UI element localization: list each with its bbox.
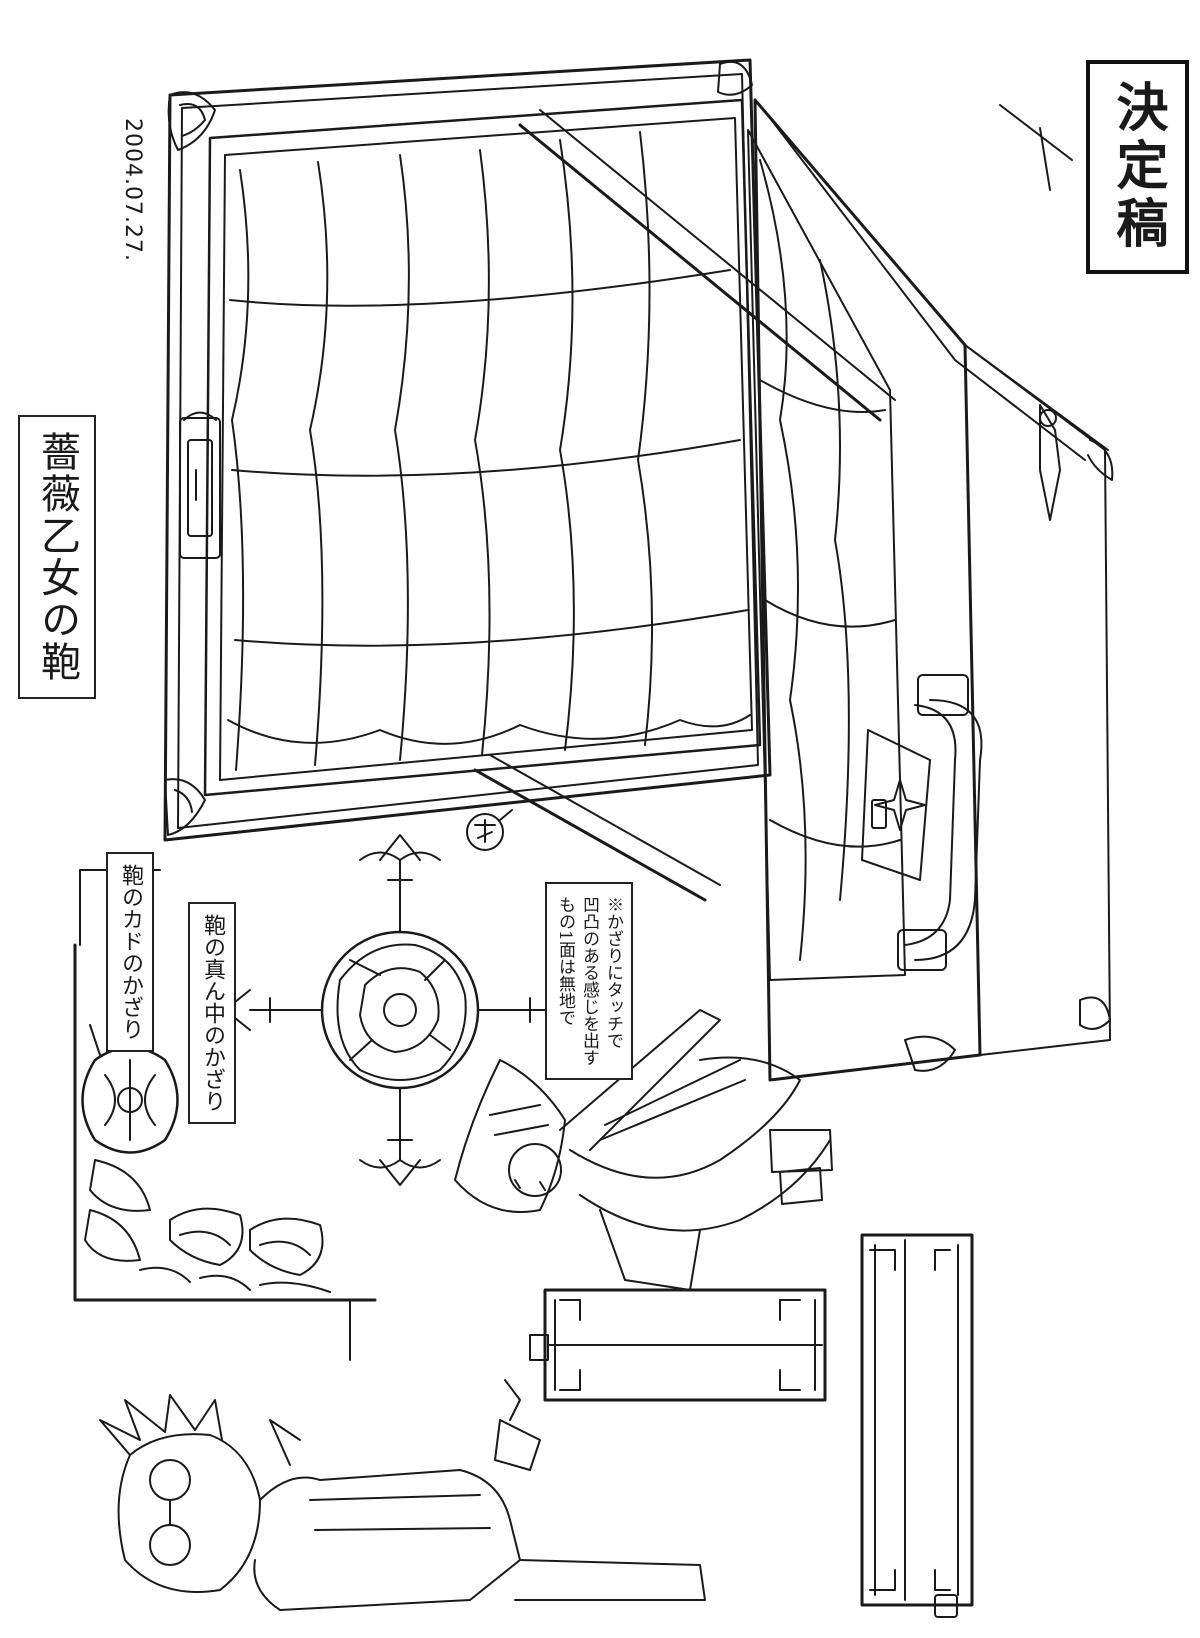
- corner-ornament-label: 鞄のカドのかざり: [106, 852, 154, 1052]
- sheet-date: 2004.07.27.: [120, 118, 145, 262]
- design-note-line-3: もの1面は無地で: [555, 896, 575, 1026]
- center-ornament-label: 鞄の真ん中のかざり: [188, 902, 236, 1124]
- page-title: 薔薇乙女の鞄: [18, 415, 96, 699]
- design-note: ※かざりにタッチで 凹凸のある感じを出す もの1面は無地で: [545, 882, 633, 1080]
- final-draft-stamp: 決定稿: [1086, 60, 1189, 274]
- center-rose-ornament: [224, 834, 576, 1186]
- closed-trunk-small: [529, 1288, 827, 1402]
- trunk-base-panel: [163, 58, 772, 842]
- trunk-lid-panel: [473, 98, 1114, 1082]
- doll-figure: [454, 1009, 833, 1291]
- sketch-stroke: [999, 104, 1073, 191]
- closed-trunk-tall: [860, 1233, 974, 1618]
- design-note-line-1: ※かざりにタッチで: [603, 896, 623, 1049]
- final-draft-stamp-text: 決定稿: [1107, 80, 1168, 254]
- design-note-line-2: 凹凸のある感じを出す: [579, 896, 599, 1066]
- boy-figure: [99, 1379, 706, 1611]
- circled-mark: [466, 809, 513, 851]
